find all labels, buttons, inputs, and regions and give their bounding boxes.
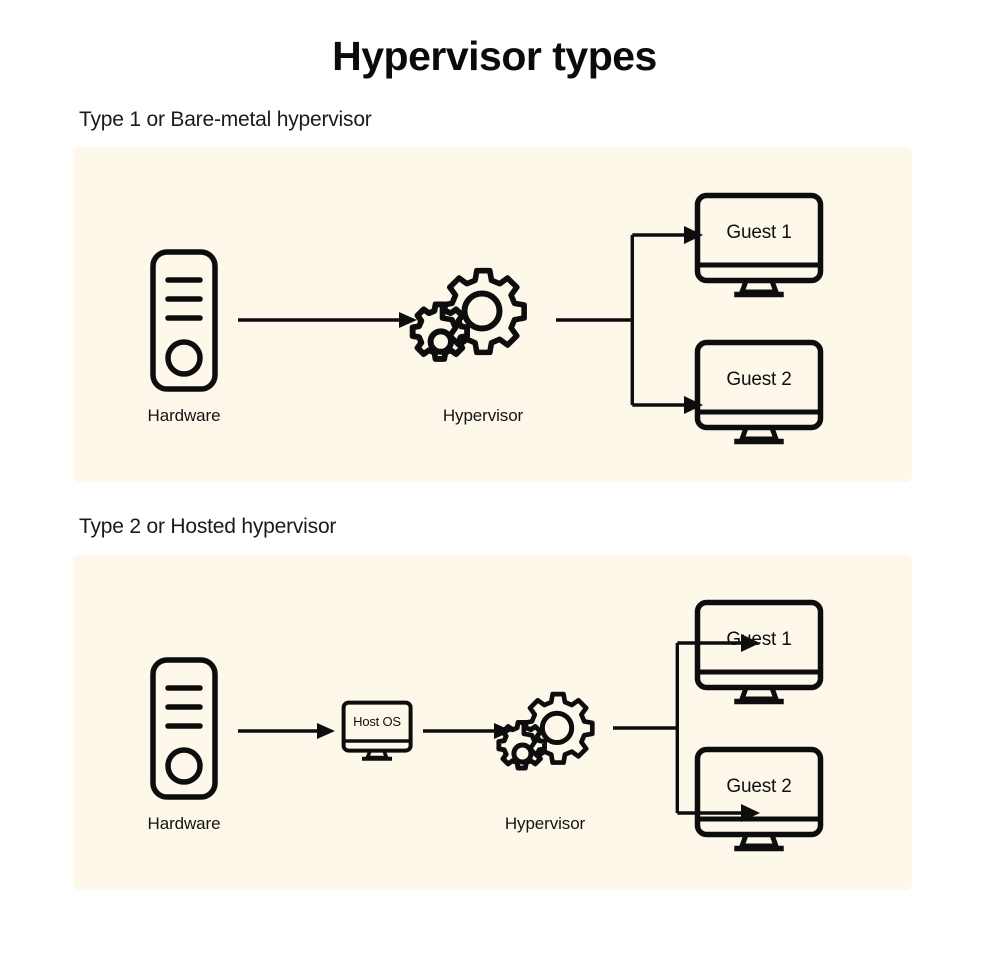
hypervisor-label: Hypervisor — [504, 814, 586, 833]
monitor-icon-host-os: Host OS — [341, 700, 413, 761]
server-tower-icon — [149, 248, 219, 393]
arrow-hardware-to-hypervisor — [237, 310, 419, 330]
monitor-icon-guest-2: Guest 2 — [694, 339, 824, 445]
monitor-icon-guest-1: Guest 1 — [694, 192, 824, 298]
monitor-icon-guest-2: Guest 2 — [694, 746, 824, 852]
section-label-type-1: Type 1 or Bare-metal hypervisor — [79, 108, 372, 131]
arrow-host-os-to-hypervisor — [422, 721, 514, 741]
diagram-panel-type-1: Hardware Hypervisor — [73, 147, 912, 482]
server-tower-icon — [149, 656, 219, 801]
gears-icon — [409, 267, 547, 372]
hypervisor-label: Hypervisor — [442, 406, 524, 425]
arrow-hardware-to-host-os — [237, 721, 337, 741]
branch-connector-type-1 — [556, 209, 706, 424]
hardware-label: Hardware — [147, 814, 221, 833]
section-label-type-2: Type 2 or Hosted hypervisor — [79, 515, 337, 538]
page-title: Hypervisor types — [332, 33, 657, 79]
monitor-icon-guest-1: Guest 1 — [694, 599, 824, 705]
hardware-label: Hardware — [147, 406, 221, 425]
gears-icon — [496, 691, 612, 779]
diagram-panel-type-2: Hardware Host OS — [73, 555, 912, 890]
